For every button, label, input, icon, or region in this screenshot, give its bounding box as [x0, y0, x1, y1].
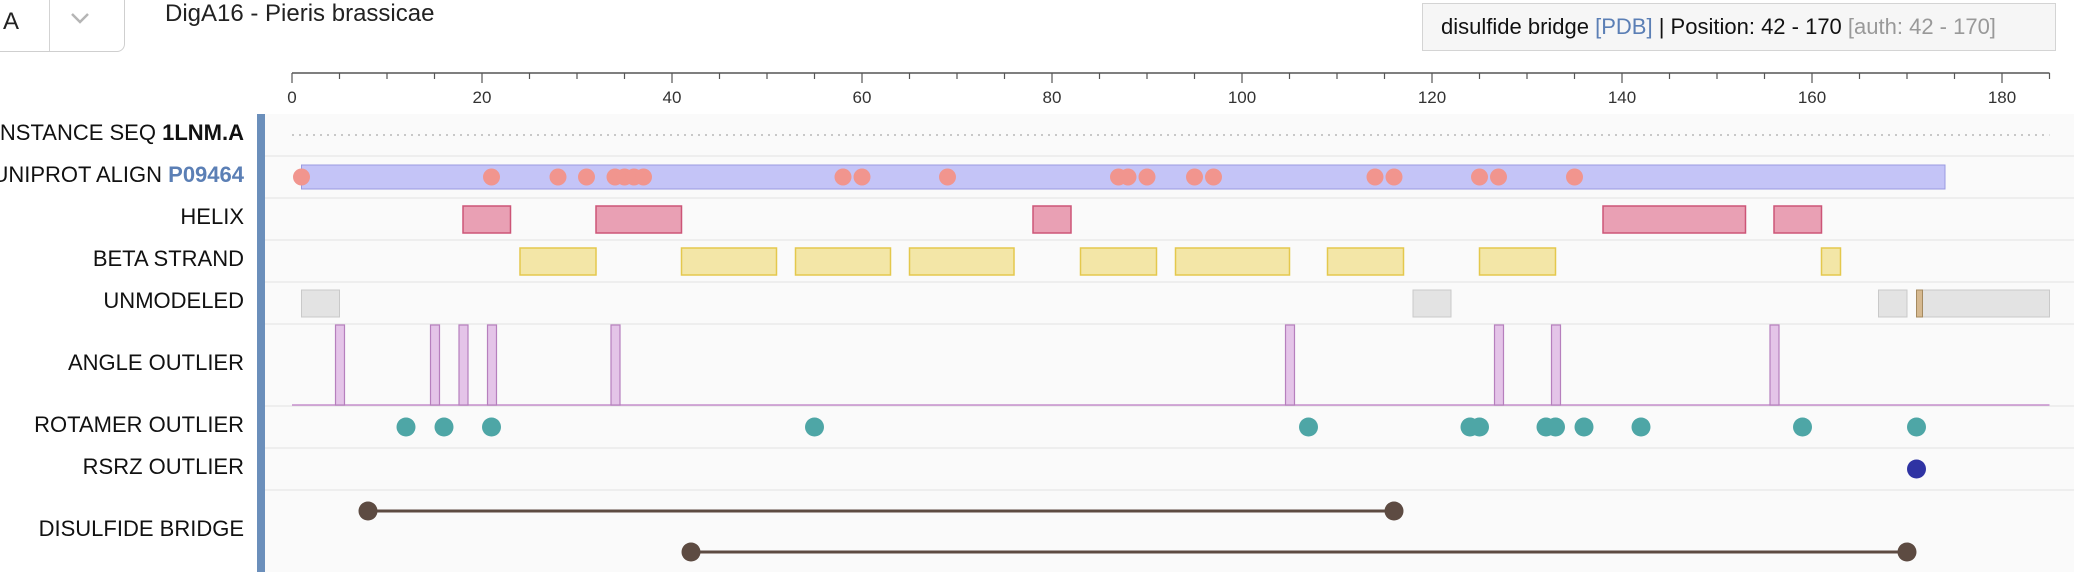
- axis-tick-label: 60: [853, 88, 872, 107]
- angle-outlier-bar[interactable]: [334, 324, 346, 406]
- axis-tick-label: 0: [287, 88, 296, 107]
- rotamer-outlier-marker[interactable]: [482, 417, 501, 437]
- uniprot-conflict-marker[interactable]: [1205, 168, 1222, 186]
- rotamer-outlier-marker[interactable]: [434, 417, 454, 437]
- axis-tick-label: 40: [663, 88, 682, 107]
- uniprot-conflict-marker[interactable]: [293, 168, 310, 186]
- rotamer-outlier-marker[interactable]: [1907, 417, 1926, 437]
- tooltip-position-label: Position:: [1670, 14, 1755, 39]
- chain-dropdown[interactable]: A: [0, 0, 125, 52]
- uniprot-conflict-marker[interactable]: [635, 168, 652, 186]
- angle-outlier-bar[interactable]: [1493, 324, 1505, 406]
- tooltip-feature: disulfide bridge: [1441, 14, 1589, 39]
- angle-outlier-bar[interactable]: [1550, 324, 1562, 406]
- unmodeled-segment[interactable]: [301, 289, 340, 318]
- track-labels: INSTANCE SEQ 1LNM.A UNIPROT ALIGN P09464…: [0, 114, 250, 572]
- page-title: DigA16 - Pieris brassicae: [165, 0, 435, 27]
- uniprot-conflict-marker[interactable]: [483, 168, 500, 186]
- uniprot-conflict-marker[interactable]: [1138, 168, 1156, 186]
- uniprot-accession-link[interactable]: P09464: [168, 162, 244, 187]
- rotamer-outlier-marker[interactable]: [1299, 417, 1318, 437]
- disulfide-bridge-endpoint[interactable]: [1897, 542, 1917, 562]
- uniprot-conflict-marker[interactable]: [1186, 168, 1203, 186]
- beta-strand-segment[interactable]: [1820, 247, 1842, 276]
- unmodeled-segment[interactable]: [1878, 289, 1908, 318]
- angle-outlier-bar[interactable]: [1284, 324, 1296, 406]
- helix-segment[interactable]: [595, 205, 683, 234]
- label-rsrz-outlier: RSRZ OUTLIER: [82, 454, 244, 479]
- axis-tick-label: 100: [1228, 88, 1256, 107]
- uniprot-conflict-marker[interactable]: [1385, 168, 1403, 186]
- angle-outlier-bar[interactable]: [429, 324, 441, 406]
- uniprot-conflict-marker[interactable]: [834, 168, 852, 186]
- beta-strand-segment[interactable]: [680, 247, 778, 276]
- label-disulfide-bridge: DISULFIDE BRIDGE: [38, 516, 244, 541]
- beta-strand-segment[interactable]: [519, 247, 597, 276]
- axis-tick-label: 20: [473, 88, 492, 107]
- unmodeled-segment[interactable]: [1916, 289, 2050, 318]
- label-uniprot-align: UNIPROT ALIGN P09464: [0, 162, 244, 187]
- label-instance-seq: INSTANCE SEQ 1LNM.A: [0, 120, 244, 145]
- beta-strand-segment[interactable]: [794, 247, 892, 276]
- axis-tick-label: 140: [1608, 88, 1636, 107]
- uniprot-conflict-marker[interactable]: [1366, 168, 1384, 186]
- beta-strand-segment[interactable]: [1174, 247, 1291, 276]
- uniprot-conflict-marker[interactable]: [1566, 168, 1583, 186]
- chevron-down-icon[interactable]: [67, 5, 93, 31]
- helix-segment[interactable]: [462, 205, 512, 234]
- rsrz-outlier-marker[interactable]: [1907, 459, 1926, 479]
- uniprot-conflict-marker[interactable]: [1471, 168, 1488, 186]
- disulfide-bridge-endpoint[interactable]: [681, 542, 701, 562]
- uniprot-align-bar[interactable]: [301, 164, 1946, 190]
- rotamer-outlier-marker[interactable]: [1793, 417, 1812, 437]
- helix-segment[interactable]: [1032, 205, 1072, 234]
- axis-tick-label: 120: [1418, 88, 1446, 107]
- label-beta-strand: BETA STRAND: [92, 246, 244, 271]
- disulfide-bridge-endpoint[interactable]: [1384, 501, 1404, 521]
- uniprot-conflict-marker[interactable]: [1119, 168, 1137, 186]
- unmodeled-highlight: [1916, 289, 1923, 318]
- chain-dropdown-value: A: [3, 8, 20, 35]
- uniprot-conflict-marker[interactable]: [549, 168, 567, 186]
- angle-outlier-bar[interactable]: [610, 324, 621, 406]
- beta-strand-segment[interactable]: [1079, 247, 1158, 276]
- rotamer-outlier-marker[interactable]: [1574, 417, 1594, 437]
- tooltip-auth-range: [auth: 42 - 170]: [1847, 14, 1996, 39]
- panel-accent-bar: [257, 114, 265, 572]
- uniprot-conflict-marker[interactable]: [939, 168, 956, 186]
- rotamer-outlier-marker[interactable]: [1546, 417, 1565, 437]
- axis-tick-label: 180: [1988, 88, 2016, 107]
- tooltip-range: 42 - 170: [1761, 14, 1842, 39]
- helix-segment[interactable]: [1602, 205, 1747, 234]
- beta-strand-segment[interactable]: [908, 247, 1015, 276]
- beta-strand-segment[interactable]: [1478, 247, 1557, 276]
- rotamer-outlier-marker[interactable]: [396, 417, 416, 437]
- axis-tick-label: 160: [1798, 88, 1826, 107]
- tooltip-source-link[interactable]: [PDB]: [1595, 14, 1653, 39]
- feature-tracks: [265, 134, 2074, 562]
- unmodeled-segment[interactable]: [1412, 289, 1452, 318]
- angle-outlier-bar[interactable]: [486, 324, 498, 406]
- helix-segment[interactable]: [1773, 205, 1823, 234]
- angle-outlier-bar[interactable]: [458, 324, 469, 406]
- feature-tooltip: disulfide bridge [PDB] | Position: 42 - …: [1422, 3, 2056, 51]
- angle-outlier-bar[interactable]: [1769, 324, 1780, 406]
- label-angle-outlier: ANGLE OUTLIER: [67, 350, 244, 375]
- dropdown-divider: [49, 0, 50, 51]
- rotamer-outlier-marker[interactable]: [805, 417, 824, 437]
- rotamer-outlier-marker[interactable]: [1631, 417, 1651, 437]
- beta-strand-segment[interactable]: [1326, 247, 1405, 276]
- uniprot-conflict-marker[interactable]: [1490, 168, 1507, 186]
- uniprot-conflict-marker[interactable]: [853, 168, 871, 186]
- label-unmodeled: UNMODELED: [103, 288, 244, 313]
- axis-tick-label: 80: [1043, 88, 1062, 107]
- position-axis: 0 20 40 60 80 100 120 140 160 180: [287, 72, 2051, 107]
- label-rotamer-outlier: ROTAMER OUTLIER: [34, 412, 244, 437]
- tooltip-separator: |: [1658, 14, 1665, 39]
- label-helix: HELIX: [180, 204, 244, 229]
- uniprot-conflict-marker[interactable]: [578, 168, 595, 186]
- disulfide-bridge-endpoint[interactable]: [358, 501, 378, 521]
- rotamer-outlier-marker[interactable]: [1470, 417, 1489, 437]
